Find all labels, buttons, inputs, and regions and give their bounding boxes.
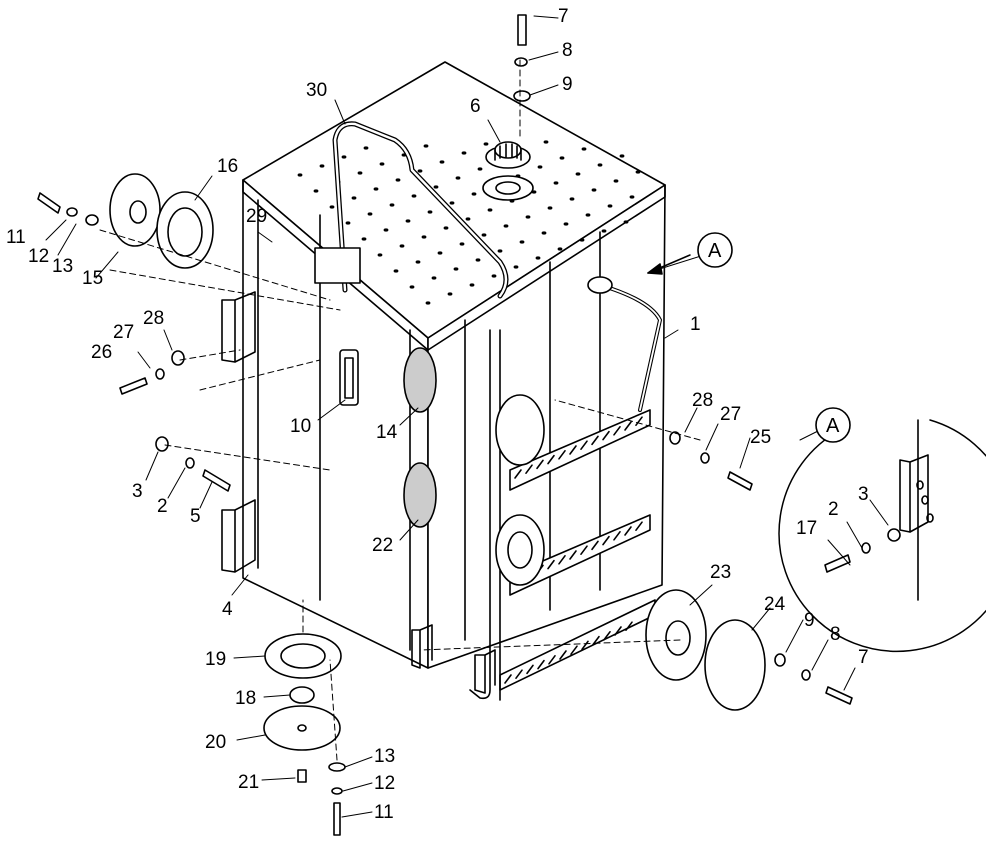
callout-8-right: 8 (830, 624, 841, 645)
callout-7-top: 7 (558, 6, 569, 27)
dashed-guides (99, 59, 701, 761)
view-arrow (647, 232, 733, 275)
detail-callout-3: 3 (858, 484, 869, 505)
callout-12-left: 12 (28, 246, 49, 267)
callout-8-top: 8 (562, 40, 573, 61)
side-cover-plates (495, 394, 545, 586)
callout-10: 10 (290, 416, 311, 437)
detail-callout-2: 2 (828, 499, 839, 520)
callout-19: 19 (205, 649, 226, 670)
drain-assembly (263, 633, 346, 836)
callout-a: A (708, 240, 722, 262)
callout-11-bottom: 11 (374, 802, 394, 823)
callout-7-right: 7 (858, 647, 869, 668)
callout-16: 16 (217, 156, 238, 177)
tank-body (242, 61, 666, 669)
callout-29: 29 (246, 206, 267, 227)
callout-28-right: 28 (692, 390, 713, 411)
callout-13-left: 13 (52, 256, 73, 277)
callout-15: 15 (82, 268, 103, 289)
sight-gauge (339, 349, 359, 406)
callout-14: 14 (376, 422, 398, 443)
mount-brackets (221, 291, 496, 694)
callout-9-top: 9 (562, 74, 573, 95)
callout-23: 23 (710, 562, 731, 583)
right-cover-assembly (645, 431, 853, 711)
callout-2: 2 (157, 496, 168, 517)
detail-callout-17: 17 (796, 518, 817, 539)
left-cover-assembly (37, 173, 214, 269)
callout-6: 6 (470, 96, 481, 117)
callout-30: 30 (306, 80, 327, 101)
callout-18: 18 (235, 688, 256, 709)
callout-11-left: 11 (6, 227, 26, 248)
callout-9-right: 9 (804, 610, 815, 631)
detail-view-a (778, 407, 986, 652)
top-fasteners (513, 14, 531, 102)
top-perforations (297, 140, 641, 305)
callout-5: 5 (190, 506, 201, 527)
detail-a-label: A (826, 415, 840, 437)
callout-27-left: 27 (113, 322, 134, 343)
left-bracket-bolts (119, 350, 231, 492)
callout-26: 26 (91, 342, 112, 363)
callout-13-bottom: 13 (374, 746, 395, 767)
callout-24: 24 (764, 594, 786, 615)
strainer-screens (403, 347, 437, 528)
filler-cap (482, 141, 534, 201)
callout-27-right: 27 (720, 404, 741, 425)
callout-labels: 7 8 9 6 30 16 29 11 12 13 15 A 1 28 27 2… (6, 6, 869, 823)
callout-28-left: 28 (143, 308, 164, 329)
callout-3: 3 (132, 481, 143, 502)
callout-4: 4 (222, 599, 233, 620)
breather-tube (587, 276, 662, 412)
callout-22: 22 (372, 535, 393, 556)
handle-bar (314, 121, 509, 299)
callout-21: 21 (238, 772, 259, 793)
callout-1: 1 (690, 314, 701, 335)
callout-12-bottom: 12 (374, 773, 395, 794)
callout-20: 20 (205, 732, 226, 753)
callout-25: 25 (750, 427, 771, 448)
